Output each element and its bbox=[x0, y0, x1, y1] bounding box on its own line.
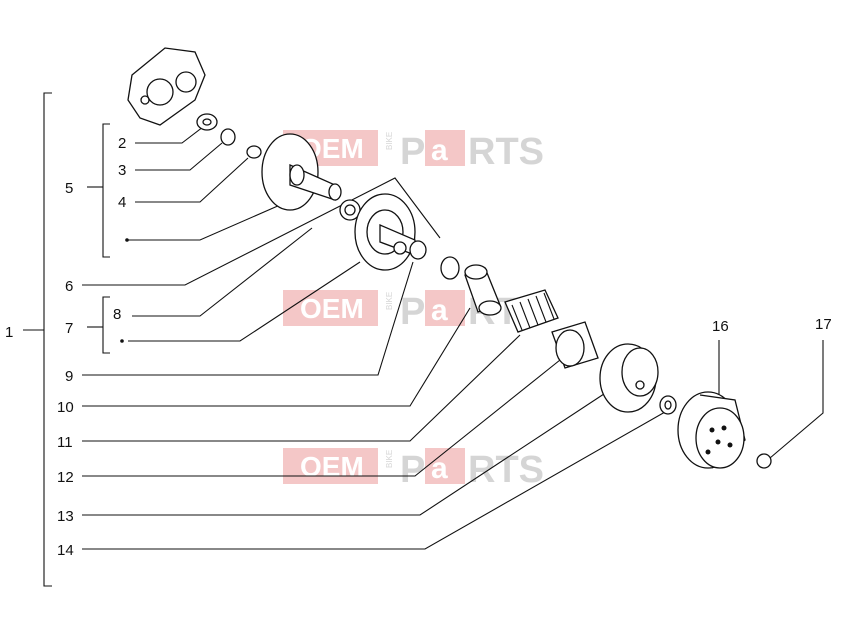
label-14: 14 bbox=[57, 542, 74, 559]
part-12-spring bbox=[504, 289, 559, 333]
label-3: 3 bbox=[118, 162, 126, 179]
marker-dot bbox=[120, 339, 124, 343]
watermark-bike-text: BIKE bbox=[385, 450, 394, 468]
label-12: 12 bbox=[57, 469, 74, 486]
watermark-rts-text: RTS bbox=[468, 449, 544, 491]
watermark-a-text: a bbox=[431, 134, 448, 167]
part-11-sleeve bbox=[464, 264, 502, 316]
marker-dot bbox=[125, 238, 129, 242]
part-10-oring bbox=[440, 256, 460, 280]
watermark-rts-text: RTS bbox=[468, 131, 544, 173]
bracket-group-7 bbox=[87, 296, 110, 354]
label-2: 2 bbox=[118, 135, 126, 152]
label-7: 7 bbox=[65, 320, 73, 337]
part-13-bushing bbox=[551, 321, 599, 369]
label-10: 10 bbox=[57, 399, 74, 416]
part-14-clutch-assembly bbox=[599, 343, 659, 413]
bracket-group-5 bbox=[87, 123, 110, 258]
part-16-clutch-bell bbox=[677, 391, 746, 469]
part-2-bearing bbox=[196, 113, 218, 131]
label-1: 1 bbox=[5, 324, 13, 341]
bracket-group-1 bbox=[23, 92, 52, 587]
labels: 1 2 3 4 5 6 7 8 9 10 11 12 13 14 16 17 bbox=[5, 135, 832, 559]
watermark-bike-text: BIKE bbox=[385, 292, 394, 310]
label-9: 9 bbox=[65, 368, 73, 385]
watermark-oem-text: OEM bbox=[300, 293, 364, 324]
label-8: 8 bbox=[113, 306, 121, 323]
watermark-oem-text: OEM bbox=[300, 451, 364, 482]
part-8-washer bbox=[393, 241, 407, 255]
label-5: 5 bbox=[65, 180, 73, 197]
leader-lines bbox=[82, 126, 824, 550]
watermark-p-text: P bbox=[400, 449, 425, 491]
label-13: 13 bbox=[57, 508, 74, 525]
label-6: 6 bbox=[65, 278, 73, 295]
watermark-p-text: P bbox=[400, 131, 425, 173]
label-16: 16 bbox=[712, 318, 729, 335]
watermark-top: OEM BIKE P a RTS bbox=[283, 130, 544, 173]
watermark-bike-text: BIKE bbox=[385, 132, 394, 150]
watermark-bottom: OEM BIKE P a RTS bbox=[283, 448, 544, 491]
part-17-nut bbox=[756, 453, 772, 469]
part-3-circlip bbox=[220, 128, 236, 146]
label-11: 11 bbox=[57, 434, 73, 451]
part-9-ring bbox=[409, 240, 427, 260]
part-4-bushing bbox=[246, 145, 262, 159]
part-gear-housing bbox=[127, 47, 206, 126]
part-15-nut bbox=[659, 395, 677, 415]
label-17: 17 bbox=[815, 316, 832, 333]
watermark-a-text: a bbox=[431, 294, 448, 327]
watermark-p-text: P bbox=[400, 291, 425, 333]
label-4: 4 bbox=[118, 194, 126, 211]
part-5-fixed-half-pulley bbox=[261, 133, 342, 211]
part-7-movable-half-pulley bbox=[354, 193, 416, 271]
watermark-middle: OEM BIKE P a RTS bbox=[283, 290, 544, 333]
